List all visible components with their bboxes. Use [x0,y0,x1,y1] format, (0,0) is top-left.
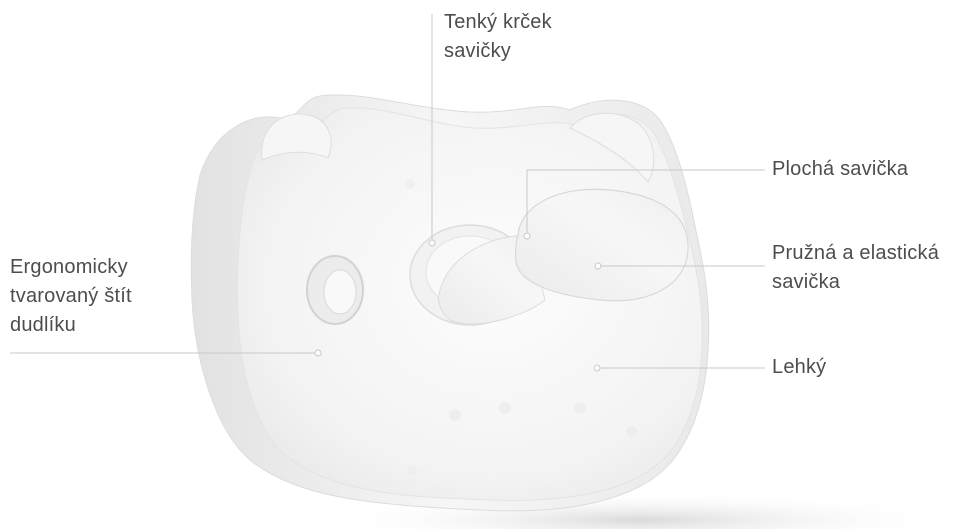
nipple-bulb [516,189,688,301]
label-shield: Ergonomicky tvarovaný štít dudlíku [10,253,132,340]
label-shield-line2: tvarovaný štít [10,282,132,311]
label-neck-line1: Tenký krček [444,8,552,37]
label-elastic-line1: Pružná a elastická [772,239,939,268]
bump [626,426,638,438]
label-flat: Plochá savička [772,155,908,184]
label-neck: Tenký krček savičky [444,8,552,66]
label-light: Lehký [772,353,826,382]
label-elastic: Pružná a elastická savička [772,239,939,297]
vent-hole-inner [324,270,356,314]
dot-neck [429,240,435,246]
label-shield-line1: Ergonomicky [10,253,132,282]
bump [405,179,415,189]
label-elastic-line2: savička [772,268,939,297]
dot-light [594,365,600,371]
dot-shield [315,350,321,356]
dot-elastic [595,263,601,269]
label-neck-line2: savičky [444,37,552,66]
label-shield-line3: dudlíku [10,311,132,340]
bump [449,409,461,421]
label-flat-line1: Plochá savička [772,155,908,184]
dot-flat [524,233,530,239]
bump [499,402,511,414]
label-light-line1: Lehký [772,353,826,382]
bump [574,402,586,414]
bump [407,465,417,475]
